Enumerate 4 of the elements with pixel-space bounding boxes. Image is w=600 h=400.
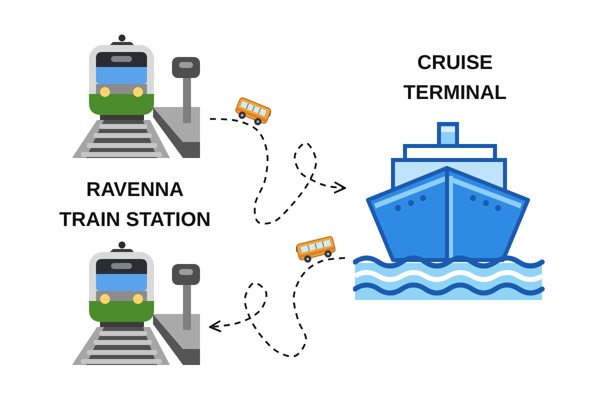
dashed-arrow bbox=[209, 257, 346, 358]
place-label: RAVENNA TRAIN STATION bbox=[58, 178, 212, 233]
dashed-arrow bbox=[210, 118, 346, 224]
place-label: CRUISE TERMINAL bbox=[402, 51, 508, 106]
